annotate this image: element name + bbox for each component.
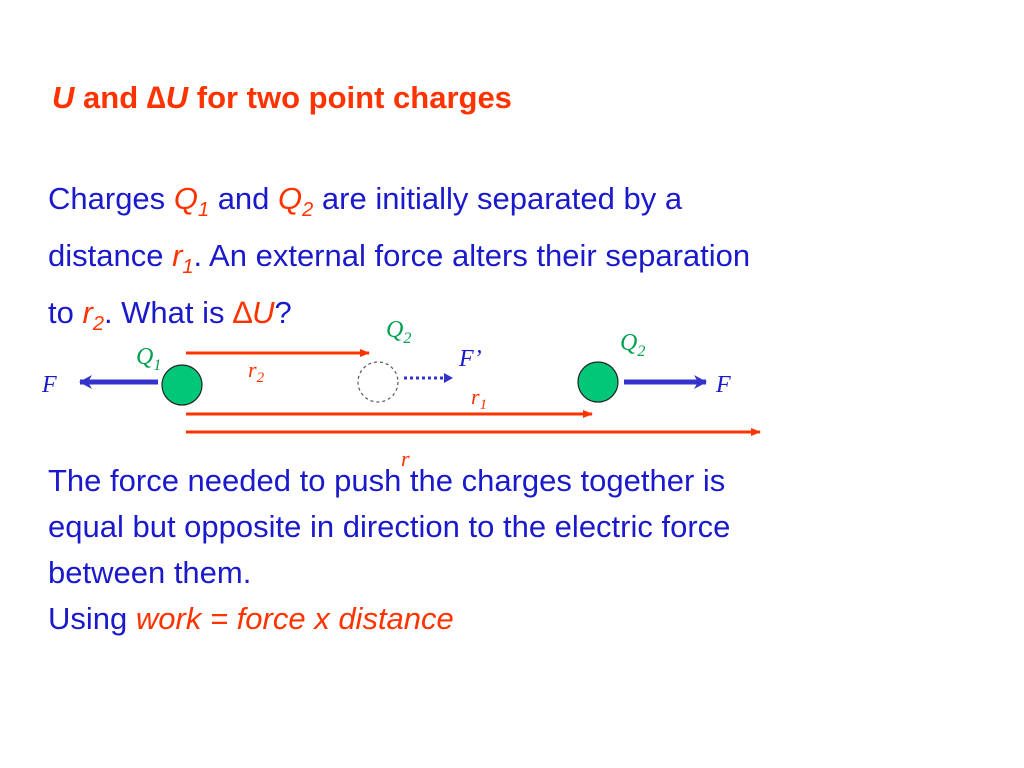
text-distance: distance (48, 238, 164, 274)
q2-symbol: Q2 (278, 181, 314, 222)
label-r: r (401, 446, 410, 471)
label-f-left: F (41, 372, 57, 398)
work-formula: work = force x distance (135, 601, 454, 636)
text-are: are initially separated by a (321, 181, 683, 216)
label-r1: r1 (471, 384, 487, 413)
text-question-mark: ? (274, 295, 292, 331)
text-what: . What is (103, 295, 225, 331)
text-charges: Charges (48, 181, 166, 216)
label-r2: r2 (248, 357, 265, 386)
problem-line-1: Charges Q1 and Q2 are initially separate… (48, 176, 750, 233)
problem-statement: Charges Q1 and Q2 are initially separate… (48, 176, 750, 348)
r1-symbol: r1 (172, 238, 194, 279)
text-to: to (48, 295, 74, 331)
label-f-right: F (715, 372, 731, 398)
problem-line-2: distance r1. An external force alters th… (48, 233, 750, 290)
title-u: U (52, 80, 75, 115)
explanation-line-4: Using work = force x distance (48, 596, 730, 642)
title-u2: U (165, 80, 189, 115)
title-rest: for two point charges (196, 80, 512, 115)
slide-title: U and ∆U for two point charges (52, 80, 512, 116)
text-using: Using (48, 601, 128, 636)
text-and: and (217, 181, 270, 216)
r2-symbol: r2 (82, 295, 104, 336)
explanation-line-1: The force needed to push the charges tog… (48, 463, 726, 498)
explanation-line-2: equal but opposite in direction to the e… (48, 509, 731, 544)
title-delta: ∆ (146, 80, 166, 115)
explanation-line-3: between them. (48, 555, 252, 590)
label-q2-right: Q2 (620, 330, 645, 360)
text-external: . An external force alters their separat… (193, 238, 751, 274)
label-q1: Q1 (136, 344, 161, 374)
label-q2-top: Q2 (386, 317, 411, 347)
title-and: and (83, 80, 139, 115)
charge-q1 (161, 364, 203, 406)
q1-symbol: Q1 (173, 181, 210, 222)
charge-q2 (577, 361, 619, 403)
problem-line-3: to r2. What is ∆U? (48, 290, 750, 347)
delta-u-symbol: ∆U (233, 295, 275, 331)
label-f-prime: F’ (458, 346, 482, 372)
charge-q2-initial (357, 361, 399, 403)
explanation: The force needed to push the charges tog… (48, 458, 730, 642)
